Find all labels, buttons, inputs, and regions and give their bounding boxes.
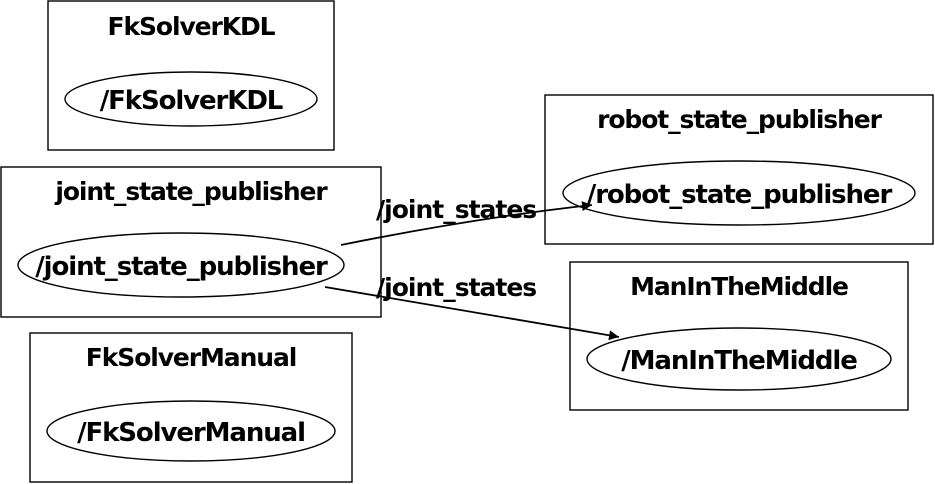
cluster-title: ManInTheMiddle (630, 272, 848, 301)
node-robot-state-publisher[interactable]: /robot_state_publisher (562, 160, 916, 226)
cluster-box (47, 0, 335, 151)
cluster-box (569, 261, 909, 411)
node-ellipse[interactable] (586, 327, 892, 391)
node-label: /ManInTheMiddle (621, 346, 857, 376)
node-ellipse[interactable] (562, 160, 916, 226)
cluster-box (544, 94, 934, 245)
node-label: /FkSolverKDL (100, 86, 283, 116)
node-label: /FkSolverManual (77, 418, 305, 448)
cluster-title: FkSolverKDL (108, 12, 276, 41)
edge-label: /joint_states (376, 195, 536, 224)
edge-line[interactable] (340, 201, 593, 246)
cluster-box (29, 332, 353, 483)
cluster-title: FkSolverManual (86, 343, 296, 372)
node-label: /joint_state_publisher (35, 252, 328, 282)
edge-joint-states-to-maninthemiddle[interactable]: /joint_states (324, 273, 620, 341)
node-joint-state-publisher[interactable]: /joint_state_publisher (17, 232, 345, 298)
edge-label: /joint_states (376, 273, 536, 302)
cluster-maninthemiddle: ManInTheMiddle /ManInTheMiddle (569, 261, 909, 411)
edge-joint-states-to-robot-state-publisher[interactable]: /joint_states (340, 195, 593, 246)
cluster-joint-state-publisher: joint_state_publisher /joint_state_publi… (0, 166, 382, 318)
node-fksolvermanual[interactable]: /FkSolverManual (46, 400, 336, 462)
node-ellipse[interactable] (17, 232, 345, 298)
node-maninthemiddle[interactable]: /ManInTheMiddle (586, 327, 892, 391)
cluster-title: joint_state_publisher (54, 177, 328, 206)
node-label: /robot_state_publisher (587, 180, 893, 210)
cluster-fksolvermanual: FkSolverManual /FkSolverManual (29, 332, 353, 483)
cluster-robot-state-publisher: robot_state_publisher /robot_state_publi… (544, 94, 934, 245)
node-ellipse[interactable] (64, 71, 318, 127)
cluster-title: robot_state_publisher (597, 105, 882, 134)
edge-line[interactable] (324, 286, 620, 341)
cluster-box (0, 166, 382, 318)
node-fksolverkdl[interactable]: /FkSolverKDL (64, 71, 318, 127)
node-ellipse[interactable] (46, 400, 336, 462)
cluster-fksolverkdl: FkSolverKDL /FkSolverKDL (47, 0, 335, 151)
